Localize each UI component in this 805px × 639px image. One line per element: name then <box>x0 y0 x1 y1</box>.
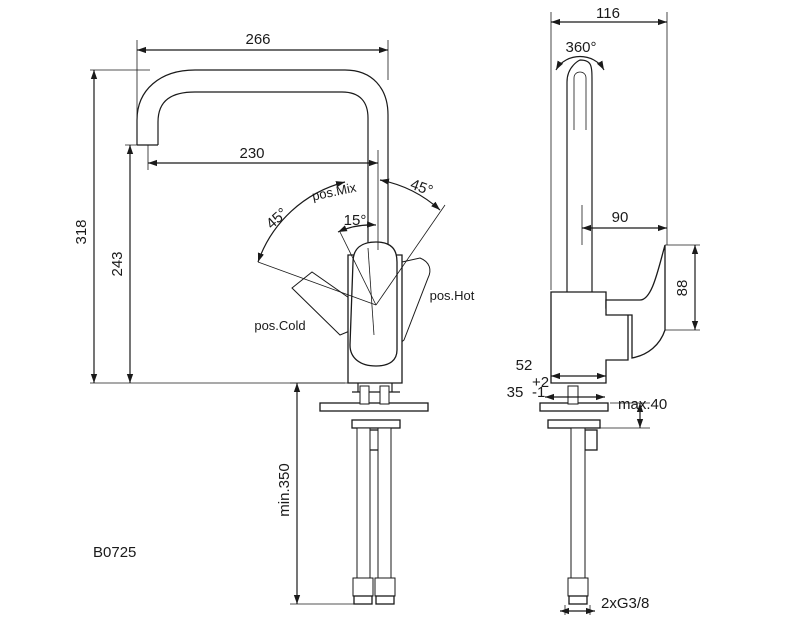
dim-width-label: 266 <box>245 31 270 48</box>
pos-cold-label: pos.Cold <box>254 318 305 333</box>
model-code-label: B0725 <box>93 544 136 561</box>
mount-washer <box>351 419 401 429</box>
side-dim-rotation-label: 360° <box>565 39 596 56</box>
side-dim-lever-height-label: 88 <box>674 280 691 297</box>
hoses <box>352 385 396 605</box>
dim-hose-length-label: min.350 <box>276 463 293 516</box>
deck-plate <box>319 402 429 412</box>
dim-spout-height-label: 243 <box>109 251 126 276</box>
side-dim-deck-thickness-label: max.40 <box>618 396 667 413</box>
dim-reach-label: 230 <box>239 145 264 162</box>
side-dim-connection-label: 2xG3/8 <box>601 595 649 612</box>
angle-left-label: 45° <box>263 205 291 233</box>
front-dimensions: 266 230 318 243 min.350 <box>73 31 388 604</box>
dim-total-height-label: 318 <box>73 219 90 244</box>
side-dim-hole-label: 35 <box>507 384 524 401</box>
side-mount-washer <box>547 419 601 429</box>
side-dim-hole-tol-minus: -1 <box>532 384 545 401</box>
side-view: 116 360° 90 88 52 35 +2 -1 max.40 2xG3/8 <box>507 5 700 615</box>
angle-mix-label: 15° <box>344 212 367 229</box>
front-view: 266 230 318 243 min.350 45° 45° 15° pos.… <box>73 31 475 605</box>
side-dim-width-label: 116 <box>596 5 620 22</box>
side-dim-base-label: 52 <box>516 357 533 374</box>
side-spout <box>566 59 593 295</box>
pos-hot-label: pos.Hot <box>430 288 475 303</box>
side-hose <box>570 427 586 579</box>
side-dim-lever-depth-label: 90 <box>612 209 629 226</box>
side-dimensions: 116 360° 90 88 52 35 +2 -1 max.40 2xG3/8 <box>507 5 699 615</box>
side-dim-hole-tol-plus: +2 <box>532 374 549 391</box>
angle-right-label: 45° <box>408 176 435 200</box>
lever-hot-position <box>397 257 431 347</box>
pos-mix-label: pos.Mix <box>311 180 358 204</box>
